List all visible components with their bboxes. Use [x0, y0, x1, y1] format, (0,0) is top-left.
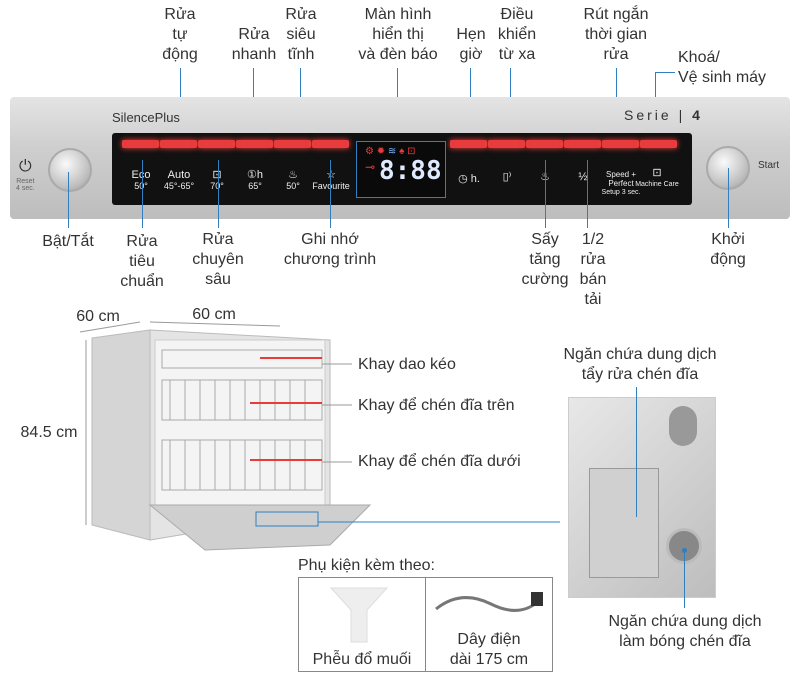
power-symbol-icon: ⏻ — [19, 158, 32, 175]
half-icon: ½ — [578, 171, 588, 183]
label-cutlery-tray: Khay dao kéo — [358, 356, 456, 373]
accessory-cord-label: Dây điện dài 175 cm — [449, 631, 529, 668]
label-start: Khởi động — [710, 231, 746, 268]
star-icon: ☆ — [326, 169, 336, 181]
reset-label: Reset 4 sec. — [16, 178, 35, 192]
dimension-width: 60 cm — [192, 306, 236, 323]
series-label: Serie | 4 — [624, 107, 703, 123]
label-lower-rack: Khay để chén đĩa dưới — [358, 453, 521, 470]
label-half-load: 1/2 rửa bán tải — [579, 231, 607, 308]
pot-icon: ⊡ — [212, 169, 222, 181]
remote-button[interactable]: ▯⁾ — [487, 172, 527, 183]
machine-care-icon: ⊡ — [652, 167, 662, 179]
silent-icon: ♨ — [288, 169, 298, 181]
half-load-button[interactable]: ½ — [563, 172, 603, 183]
dishwasher-illustration — [79, 321, 560, 551]
label-remote: Điều khiển từ xa — [497, 6, 537, 63]
label-eco: Rửa tiêu chuẩn — [120, 233, 164, 290]
power-button[interactable] — [48, 148, 92, 192]
salt-funnel-image — [329, 587, 389, 643]
dimension-depth: 60 cm — [76, 308, 120, 325]
brand-label: SilencePlus — [112, 110, 180, 125]
compartment-photo — [568, 397, 716, 598]
label-quick-wash: Rửa nhanh — [231, 26, 277, 63]
dimension-height: 84.5 cm — [20, 424, 78, 441]
timer-button[interactable]: ◷ h. — [449, 174, 489, 185]
stopwatch-icon: ①h — [247, 169, 263, 181]
machine-care-button[interactable]: ⊡Machine Care — [635, 167, 679, 189]
phone-wifi-icon: ▯⁾ — [502, 171, 512, 183]
favourite-button[interactable]: ☆Favourite — [312, 169, 350, 192]
label-lock: Khoá/ Vệ sinh máy — [678, 49, 767, 86]
label-speed: Rút ngắn thời gian rửa — [583, 6, 649, 63]
accessories-box: Phễu đổ muối Dây điện dài 175 cm — [298, 577, 553, 672]
clock-icon: ◷ h. — [458, 173, 480, 185]
display-digits: 8:88 — [379, 156, 442, 186]
start-label: Start — [758, 160, 780, 171]
label-timer: Hẹn giờ — [456, 26, 486, 63]
label-upper-rack: Khay để chén đĩa trên — [358, 397, 515, 414]
label-rinse-aid-compartment: Ngăn chứa dung dịch làm bóng chén đĩa — [608, 613, 762, 650]
label-silent-wash: Rửa siêu tĩnh — [285, 6, 317, 63]
label-display: Màn hình hiển thị và đèn báo — [358, 6, 438, 63]
label-auto-wash: Rửa tự động — [162, 6, 198, 63]
label-intensive: Rửa chuyên sâu — [192, 231, 244, 288]
intensive-button[interactable]: ⊡70° — [197, 170, 237, 192]
power-cord-image — [435, 592, 543, 612]
label-detergent-compartment: Ngăn chứa dung dịch tẩy rửa chén đĩa — [563, 346, 717, 383]
label-power: Bật/Tắt — [42, 233, 94, 250]
accessories-title: Phụ kiện kèm theo: — [298, 557, 435, 574]
display-screen: ⚙ ✹ ≋ ♠ ⊡ ⊸ 8:88 — [356, 141, 446, 198]
accessory-funnel-label: Phễu đổ muối — [312, 651, 412, 668]
label-favourite: Ghi nhớ chương trình — [283, 231, 377, 268]
silent-button[interactable]: ♨50° — [273, 170, 313, 192]
label-extra-dry: Sấy tăng cường — [521, 231, 569, 288]
